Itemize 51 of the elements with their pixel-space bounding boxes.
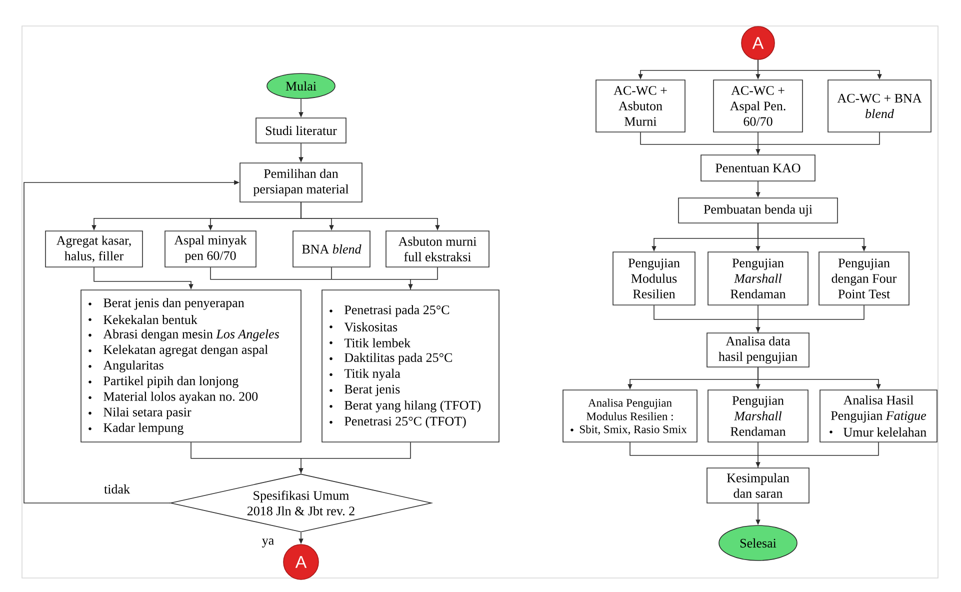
list-item: Berat yang hilang (TFOT) bbox=[344, 400, 480, 412]
list-item: Daktilitas pada 25°C bbox=[344, 352, 452, 365]
process-box: Kesimpulan dan saran bbox=[706, 468, 810, 504]
edge-label: ya bbox=[260, 538, 276, 548]
list-item: Penetrasi pada 25°C bbox=[344, 305, 450, 317]
list-item: Penetrasi 25°C (TFOT) bbox=[344, 416, 466, 428]
process-box: BNA blend bbox=[292, 230, 370, 268]
heading-text: Analisa Pengujian Modulus Resilien : bbox=[586, 398, 673, 420]
list-item: Umur kelelahan bbox=[843, 427, 926, 437]
list-item: Sbit, Smix, Rasio Smix bbox=[580, 425, 687, 435]
process-box: Aspal minyak pen 60/70 bbox=[164, 230, 256, 268]
process-box: Studi literatur bbox=[256, 118, 346, 144]
process-box: Agregat kasar, halus, filler bbox=[45, 230, 143, 268]
list-item: Angularitas bbox=[103, 360, 164, 372]
process-box: Pengujian Marshall Rendaman bbox=[708, 390, 808, 442]
terminal-oval: Selesai bbox=[718, 525, 798, 561]
arrow bbox=[190, 442, 411, 474]
process-box: AC-WC + BNA blend bbox=[828, 80, 932, 132]
arrow bbox=[210, 267, 438, 290]
process-box bbox=[562, 390, 698, 442]
process-box: Pembuatan benda uji bbox=[678, 198, 838, 224]
list-item: Kekekalan bentuk bbox=[104, 315, 198, 324]
list-item: Partikel pipih dan lonjong bbox=[104, 376, 238, 388]
process-box: Asbuton murni full ekstraksi bbox=[386, 230, 490, 268]
process-box: Pengujian dengan Four Point Test bbox=[818, 252, 910, 306]
list-item: Kelekatan agregat dengan aspal bbox=[104, 344, 268, 357]
process-box: AC-WC + Asbuton Murni bbox=[596, 80, 686, 132]
terminal-oval: Mulai bbox=[266, 73, 336, 99]
list-item: Titik nyala bbox=[344, 368, 400, 381]
list-item: Material lolos ayakan no. 200 bbox=[104, 392, 258, 404]
process-box: Analisa data hasil pengujian bbox=[706, 332, 810, 368]
list-item: Berat jenis bbox=[344, 384, 400, 396]
list-item: Abrasi dengan mesin Los Angeles bbox=[103, 329, 279, 342]
list-item: Kadar lempung bbox=[104, 422, 184, 435]
process-box bbox=[820, 390, 938, 442]
list-item: Berat jenis dan penyerapan bbox=[104, 298, 244, 310]
arrow bbox=[630, 442, 879, 468]
process-box: Penentuan KAO bbox=[700, 154, 816, 182]
process-box: Pengujian Modulus Resilien bbox=[612, 252, 696, 306]
process-box: Pengujian Marshall Rendaman bbox=[708, 252, 808, 306]
process-box: AC-WC + Aspal Pen. 60/70 bbox=[713, 80, 803, 132]
arrow bbox=[654, 305, 864, 333]
arrow bbox=[640, 132, 880, 155]
list-item: Viskositas bbox=[344, 322, 398, 332]
edge-label: tidak bbox=[103, 483, 131, 495]
list-item: Nilai setara pasir bbox=[104, 407, 192, 420]
test-list-box bbox=[322, 290, 500, 442]
heading-text: Analisa Hasil Pengujian Fatigue bbox=[831, 395, 926, 423]
list-item: Titik lembek bbox=[344, 338, 411, 348]
test-list-box bbox=[80, 290, 302, 442]
process-box: Pemilihan dan persiapan material bbox=[240, 162, 362, 202]
